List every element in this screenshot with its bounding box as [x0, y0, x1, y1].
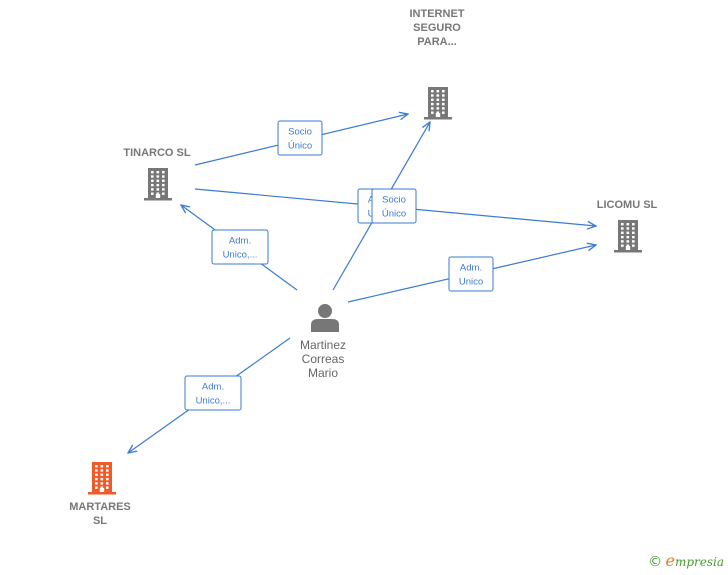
building-icon	[424, 87, 452, 120]
edge-label-text: A	[368, 195, 375, 206]
copyright-symbol: ©	[648, 554, 663, 570]
node-label: SL	[93, 515, 107, 527]
empresia-logo[interactable]: © empresia	[648, 551, 724, 570]
node-martares[interactable]: MARTARES SL	[69, 462, 131, 527]
edge-label-text: Adm.	[460, 263, 482, 274]
edge-label-person-martares[interactable]: Adm. Unico,...	[184, 375, 242, 411]
edge-label-text: Socio	[288, 127, 312, 138]
brand-initial: e	[665, 551, 675, 570]
node-licomu[interactable]: LICOMU SL	[597, 199, 658, 253]
node-label: TINARCO SL	[123, 147, 191, 159]
edge-label-person-licomu[interactable]: Adm. Unico	[448, 256, 494, 292]
edge-label-person-tinarco[interactable]: Adm. Unico,...	[211, 229, 269, 265]
node-internet[interactable]: INTERNET SEGURO PARA...	[410, 8, 465, 120]
building-icon	[88, 462, 116, 495]
node-label: LICOMU SL	[597, 199, 658, 211]
node-label: Mario	[308, 366, 338, 380]
edge-label-text: Unico,...	[223, 250, 258, 261]
edge-label-text: Único	[288, 141, 312, 152]
edge-label-text: Unico	[459, 277, 483, 288]
edge-label-text: Único	[382, 209, 406, 220]
edge-label-text: U	[368, 209, 375, 220]
edge-label-text: Unico,...	[196, 396, 231, 407]
node-label: Correas	[302, 352, 345, 366]
node-label: SEGURO	[413, 22, 461, 34]
node-label: PARA...	[417, 36, 457, 48]
edge-label-text: Socio	[382, 195, 406, 206]
nodes-layer: INTERNET SEGURO PARA... TINARCO SL LICOMU SL…	[69, 8, 657, 527]
building-icon	[144, 168, 172, 201]
node-label: INTERNET	[410, 8, 465, 20]
edge-label-text: Adm.	[202, 382, 224, 393]
building-icon	[614, 220, 642, 253]
node-tinarco[interactable]: TINARCO SL	[123, 147, 191, 201]
person-icon	[311, 304, 339, 332]
edge-labels-layer: Adm.Unico,...AUSocioÚnicoSocioÚnicoAdm.U…	[184, 120, 494, 411]
node-label: MARTARES	[69, 501, 131, 513]
node-label: Martinez	[300, 338, 346, 352]
brand-name: mpresia	[674, 555, 724, 569]
edge-label-text: Adm.	[229, 236, 251, 247]
